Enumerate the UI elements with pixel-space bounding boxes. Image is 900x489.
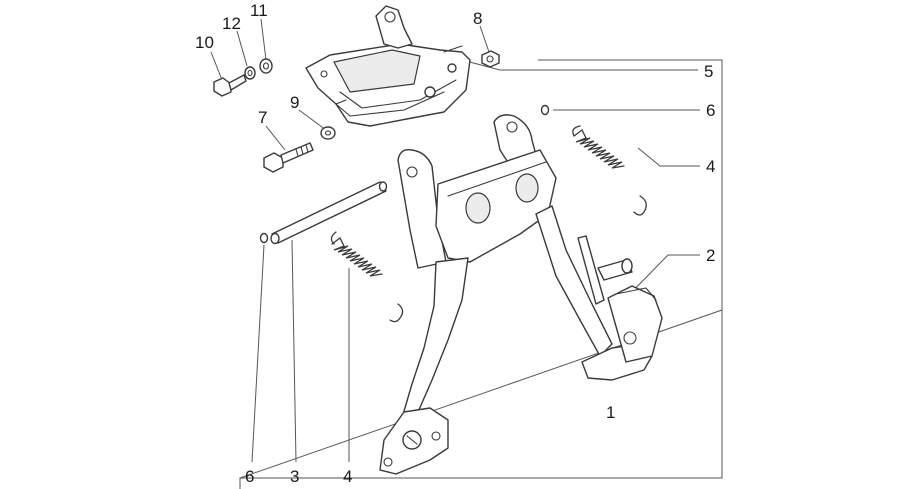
washer-11 (259, 58, 273, 74)
callout-10: 10 (195, 33, 214, 52)
callout-12: 12 (222, 14, 241, 33)
callout-4-lower: 4 (343, 467, 352, 486)
leader-lines (210, 18, 723, 489)
washer-9 (320, 126, 336, 140)
circlip-6-lower (259, 232, 269, 244)
washer-12 (244, 66, 256, 80)
callout-3: 3 (290, 467, 299, 486)
callout-6-lower: 6 (245, 467, 254, 486)
nut-8 (481, 50, 500, 68)
callout-7: 7 (258, 108, 267, 127)
callout-5: 5 (704, 62, 713, 81)
callout-8: 8 (473, 9, 482, 28)
callout-2: 2 (706, 246, 715, 265)
spring-4-upper (572, 125, 647, 216)
callout-11: 11 (250, 1, 268, 20)
callout-6-upper: 6 (706, 101, 715, 120)
center-stand-1 (379, 114, 663, 475)
callout-labels: 10 12 11 8 5 9 7 6 4 2 1 6 3 4 (195, 1, 715, 486)
spring-4-lower (330, 231, 404, 323)
bolt-7 (263, 142, 314, 173)
callout-9: 9 (290, 93, 299, 112)
callout-4-upper: 4 (706, 157, 715, 176)
circlip-6-upper (540, 104, 550, 116)
bolt-10 (213, 74, 247, 97)
shaft-3 (270, 181, 388, 245)
callout-1: 1 (606, 403, 615, 422)
foot-lever-2 (615, 287, 657, 301)
mounting-bracket-5 (305, 5, 471, 127)
